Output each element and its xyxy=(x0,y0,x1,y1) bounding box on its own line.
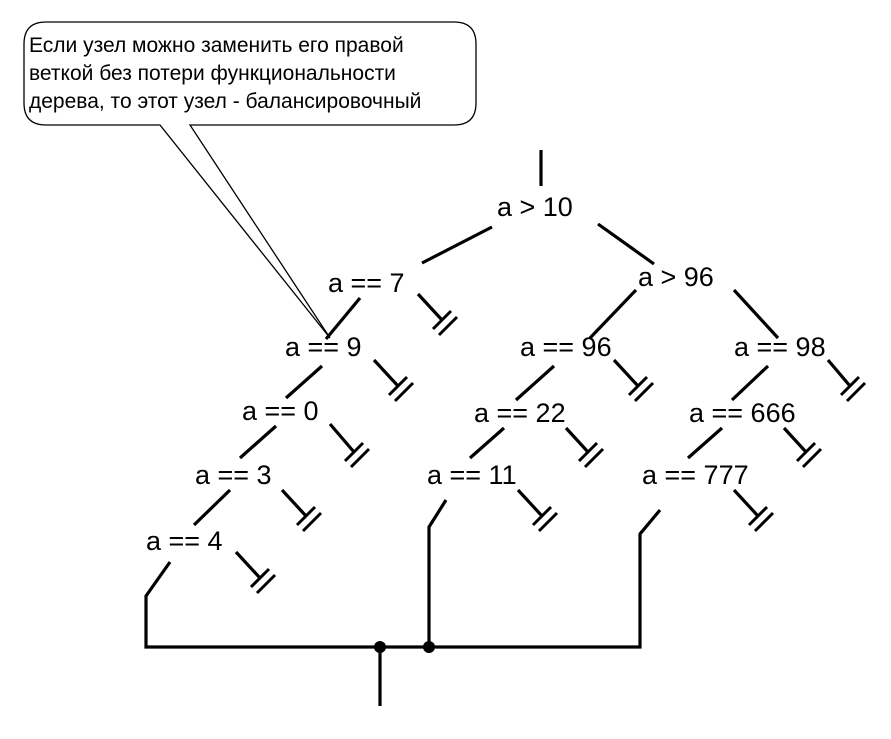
callout-balloon xyxy=(23,21,477,339)
edge-3-to-4 xyxy=(192,488,232,527)
terminator-symbol-11 xyxy=(531,505,559,533)
bus-middle-branch xyxy=(427,499,448,647)
edge-root-to-7 xyxy=(421,225,493,265)
node-a-eq-3: a == 3 xyxy=(195,460,272,490)
stub-11 xyxy=(516,488,544,518)
terminator-symbol-22 xyxy=(577,441,605,469)
stub-4 xyxy=(234,550,262,580)
node-a-eq-0: a == 0 xyxy=(242,396,319,426)
node-a-eq-9: a == 9 xyxy=(285,332,362,362)
terminator-symbol-98 xyxy=(839,375,867,403)
terminator-symbol-4 xyxy=(249,567,277,595)
terminator-symbol-666 xyxy=(795,441,823,469)
node-a-gt-10: a > 10 xyxy=(497,192,573,222)
stub-7 xyxy=(416,292,444,322)
edge-0-to-3 xyxy=(238,424,278,460)
stub-9 xyxy=(372,358,400,388)
edge-root-to-96g xyxy=(597,222,655,266)
terminator-symbol-7 xyxy=(431,309,459,337)
terminator-symbol-9 xyxy=(387,375,415,403)
callout-line-1: Если узел можно заменить его правой xyxy=(29,34,404,57)
edge-96-to-22 xyxy=(514,364,556,402)
edge-96g-to-98 xyxy=(732,288,780,340)
edge-9-to-0 xyxy=(284,364,324,400)
edge-7-to-9 xyxy=(324,296,362,341)
edge-98-to-666 xyxy=(730,364,770,402)
stub-0 xyxy=(328,422,356,454)
stub-22 xyxy=(564,426,590,454)
edge-666-to-777 xyxy=(686,426,724,460)
node-a-gt-96: a > 96 xyxy=(638,262,714,292)
node-a-eq-7: a == 7 xyxy=(328,268,405,298)
junction-dot-2 xyxy=(423,641,435,653)
stub-666 xyxy=(782,426,808,454)
callout-line-3: дерева, то этот узел - балансировочный xyxy=(29,90,421,113)
terminator-symbol-0 xyxy=(343,441,371,469)
terminator-symbol-3 xyxy=(295,505,323,533)
bus-left-branch xyxy=(144,508,662,649)
edge-96g-to-96 xyxy=(588,288,638,340)
stub-3 xyxy=(280,488,308,518)
node-a-eq-777: a == 777 xyxy=(642,460,749,490)
stub-98 xyxy=(826,358,852,388)
node-a-eq-666: a == 666 xyxy=(689,398,796,428)
edge-22-to-11 xyxy=(468,426,506,460)
callout-line-2: веткой без потери функциональности xyxy=(29,62,396,85)
terminator-symbol-777 xyxy=(747,505,775,533)
node-a-eq-11: a == 11 xyxy=(427,460,517,490)
stub-96 xyxy=(612,358,640,388)
terminator-symbol-96 xyxy=(627,375,655,403)
node-a-eq-96: a == 96 xyxy=(520,332,612,362)
node-a-eq-98: a == 98 xyxy=(734,332,826,362)
node-a-eq-4: a == 4 xyxy=(146,526,223,556)
node-a-eq-22: a == 22 xyxy=(474,398,566,428)
stub-777 xyxy=(732,488,760,518)
junction-dot-1 xyxy=(374,641,386,653)
